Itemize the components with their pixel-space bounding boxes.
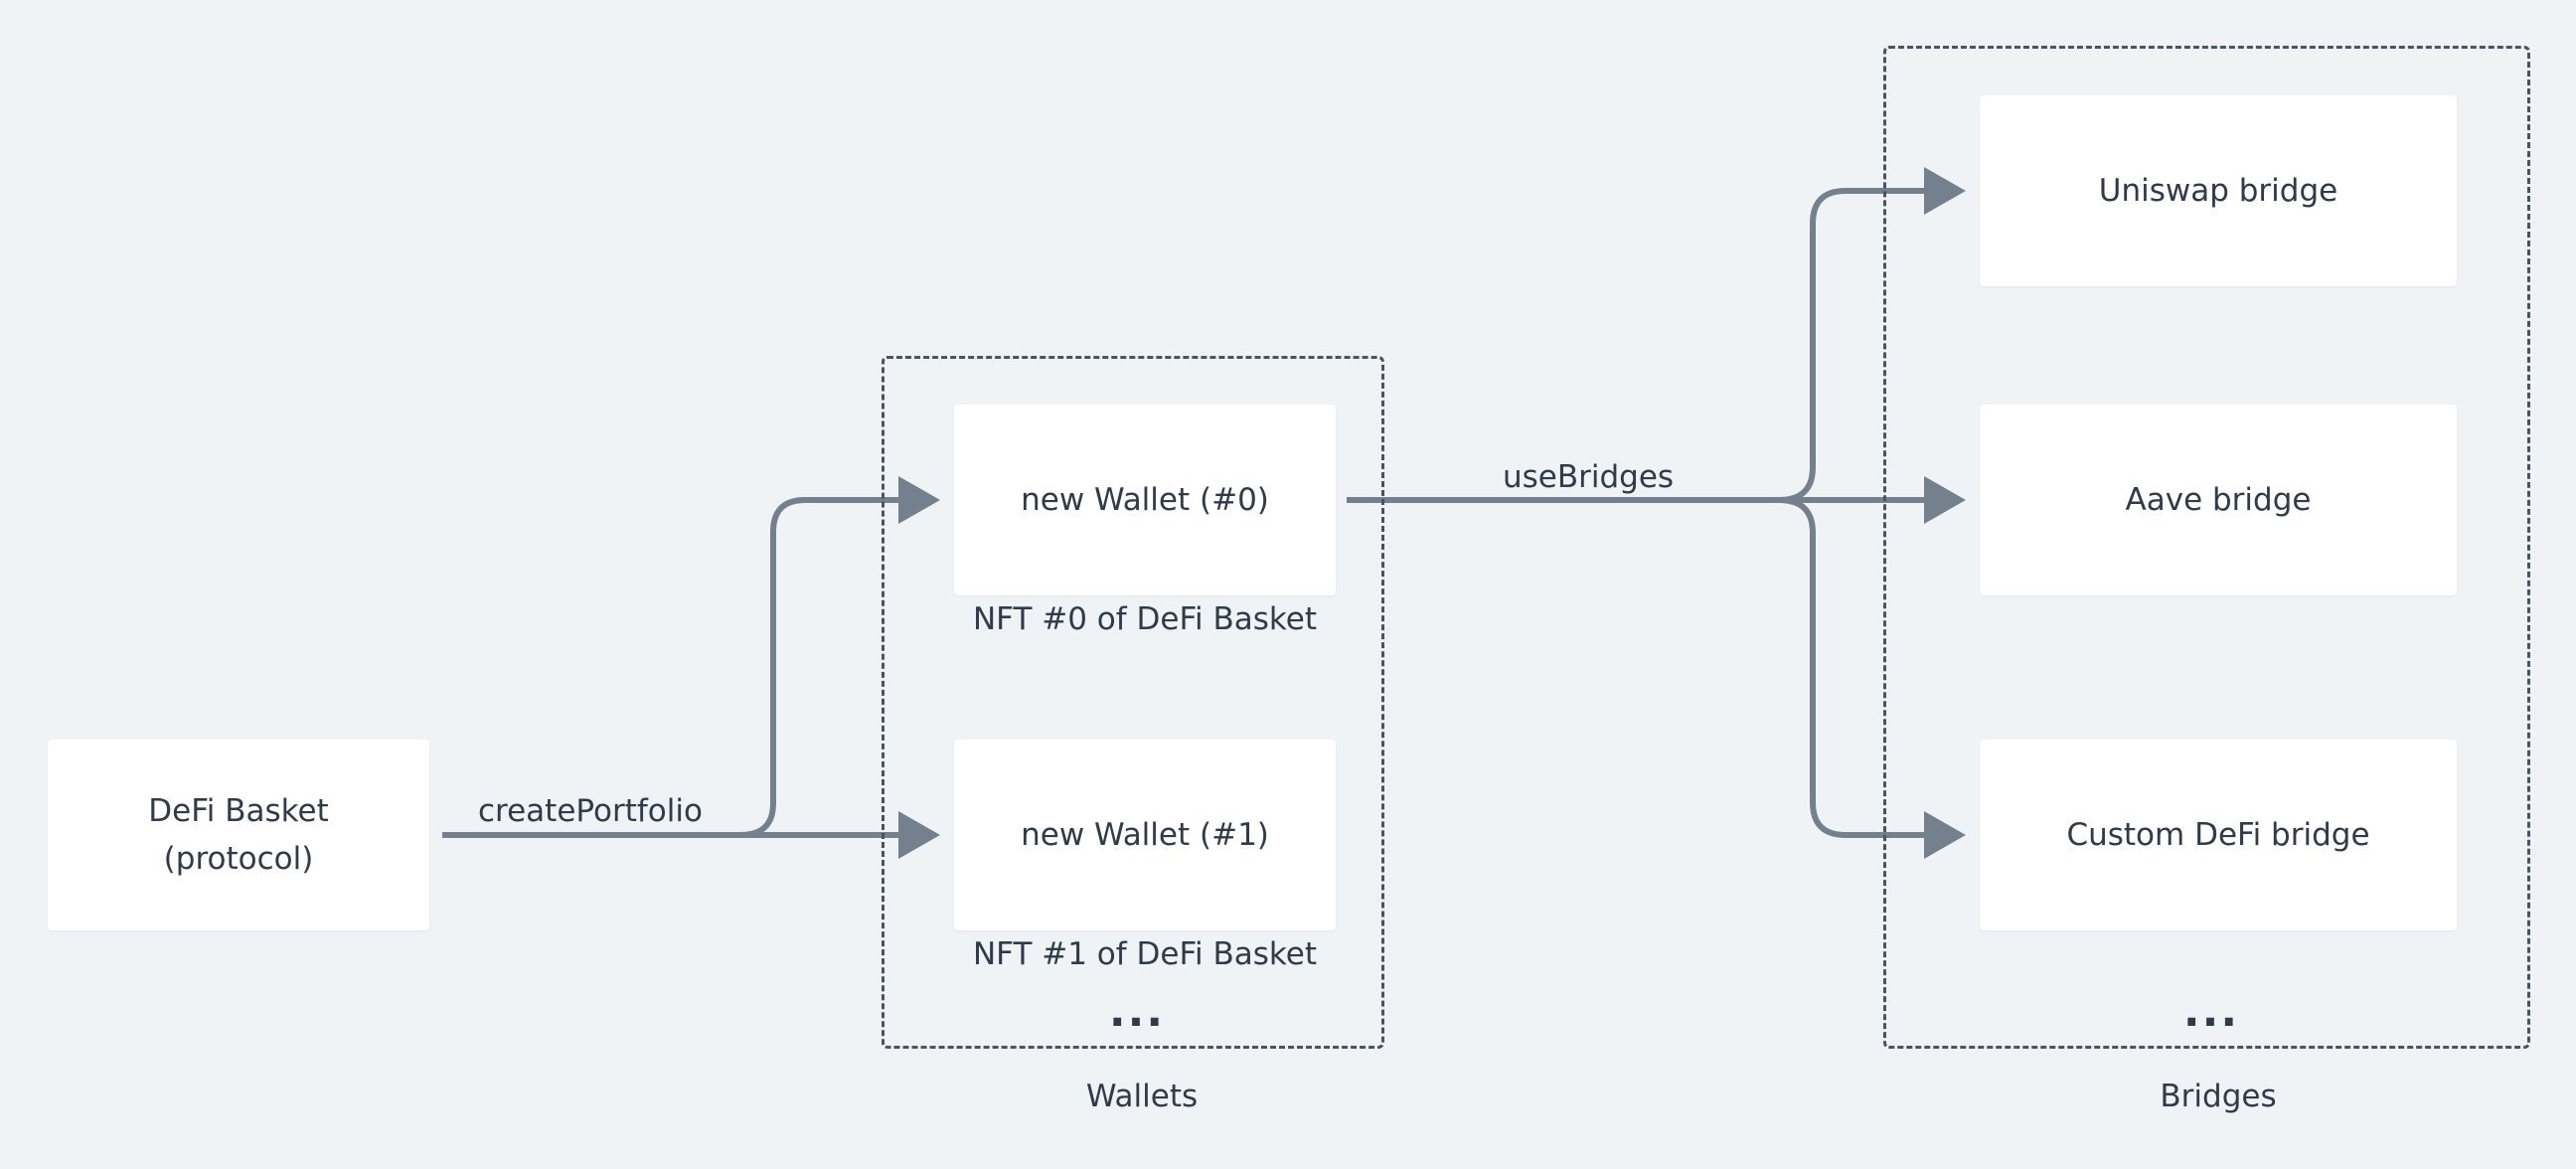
use-bridges-label: useBridges	[1503, 459, 1675, 495]
uniswap-bridge-node: Uniswap bridge	[1980, 95, 2457, 286]
bridges-group-label: Bridges	[2160, 1079, 2277, 1114]
aave-bridge-label: Aave bridge	[2125, 482, 2312, 518]
uniswap-bridge-label: Uniswap bridge	[2098, 173, 2338, 209]
wallets-group	[882, 356, 1384, 1049]
wallet-1-caption: NFT #1 of DeFi Basket	[972, 936, 1318, 972]
edge-to-custom	[1778, 497, 1966, 859]
bridges-group	[1883, 46, 2530, 1049]
wallet-0-title: new Wallet (#0)	[1021, 482, 1269, 518]
defi-basket-subtitle: (protocol)	[163, 841, 314, 877]
edge-to-wallet0	[739, 476, 940, 838]
custom-defi-bridge-label: Custom DeFi bridge	[2066, 817, 2370, 853]
wallet-1-node: new Wallet (#1)	[954, 740, 1336, 930]
bridges-more-ellipsis: ...	[2182, 986, 2240, 1037]
custom-defi-bridge-node: Custom DeFi bridge	[1980, 740, 2457, 930]
edge-to-uniswap	[1778, 167, 1966, 503]
wallet-0-caption: NFT #0 of DeFi Basket	[972, 601, 1318, 637]
wallets-more-ellipsis: ...	[1108, 986, 1166, 1037]
aave-bridge-node: Aave bridge	[1980, 405, 2457, 595]
wallet-0-node: new Wallet (#0)	[954, 405, 1336, 595]
wallets-group-label: Wallets	[1085, 1079, 1199, 1114]
defi-basket-title: DeFi Basket	[148, 793, 329, 829]
create-portfolio-label: createPortfolio	[478, 793, 703, 829]
wallet-1-title: new Wallet (#1)	[1021, 817, 1269, 853]
defi-basket-node: DeFi Basket (protocol)	[48, 740, 429, 930]
